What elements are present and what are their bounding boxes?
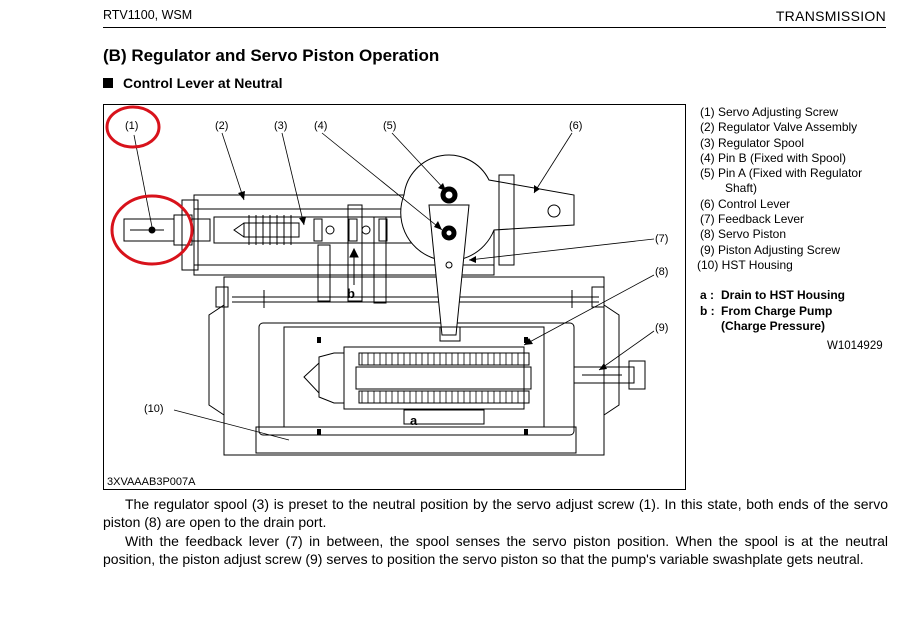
- figure-regulator-diagram: (1) (2) (3) (4) (5) (6) (7) (8) (9) (10)…: [103, 104, 686, 490]
- note-b: b : From Charge Pump: [700, 304, 845, 320]
- note-a: a : Drain to HST Housing: [700, 288, 845, 304]
- feedback-lever: [428, 204, 470, 342]
- document-code: W1014929: [827, 340, 883, 352]
- callout-2: (2): [215, 120, 228, 132]
- callout-7: (7): [655, 233, 668, 245]
- spring-coil: [248, 215, 292, 245]
- charge-flow-arrow: [349, 247, 359, 285]
- legend-item-8: (8) Servo Piston: [700, 227, 787, 242]
- hst-housing: [208, 276, 620, 456]
- body-text: The regulator spool (3) is preset to the…: [103, 495, 888, 568]
- legend-item-9: (9) Piston Adjusting Screw: [700, 242, 841, 257]
- note-a-text: Drain to HST Housing: [721, 288, 845, 302]
- letter-a: a: [410, 413, 418, 428]
- legend-item-4: (4) Pin B (Fixed with Spool): [700, 150, 847, 165]
- callout-1: (1): [125, 120, 138, 132]
- callout-6: (6): [569, 120, 582, 132]
- note-a-key: a :: [700, 288, 715, 302]
- callout-8: (8): [655, 266, 668, 278]
- legend-item-7: (7) Feedback Lever: [700, 212, 805, 227]
- legend: (1) Servo Adjusting Screw (2) Regulator …: [697, 105, 863, 273]
- header-model: RTV1100, WSM: [103, 8, 193, 22]
- figure-id: 3XVAAAB3P007A: [107, 476, 196, 488]
- leader-arrowheads: [238, 183, 607, 370]
- note-b-key: b :: [700, 303, 715, 318]
- callout-9: (9): [655, 322, 668, 334]
- note-b-text: From Charge Pump: [721, 303, 833, 318]
- callout-3: (3): [274, 120, 287, 132]
- flow-notes: a : Drain to HST Housing b : From Charge P…: [700, 288, 845, 335]
- callout-10: (10): [144, 403, 164, 415]
- piston-spring: [361, 353, 525, 403]
- section-title: (B) Regulator and Servo Piston Operation: [103, 46, 440, 65]
- regulator-servo-diagram: (1) (2) (3) (4) (5) (6) (7) (8) (9) (10)…: [105, 105, 668, 456]
- callout-labels: (1) (2) (3) (4) (5) (6) (7) (8) (9) (10)…: [125, 120, 668, 428]
- subsection-title-text: Control Lever at Neutral: [123, 75, 283, 91]
- body-paragraph-2: With the feedback lever (7) in between, …: [103, 532, 888, 567]
- body-paragraph-1: The regulator spool (3) is preset to the…: [103, 496, 888, 531]
- servo-piston: [303, 346, 532, 425]
- callout-5: (5): [383, 120, 396, 132]
- square-bullet-icon: [103, 78, 113, 88]
- leader-lines: [133, 132, 655, 441]
- legend-item-5: (5) Pin A (Fixed with Regulator: [700, 166, 863, 181]
- servo-adjusting-screw: [123, 214, 211, 246]
- highlight-circles: [105, 105, 194, 266]
- legend-item-5-cont: Shaft): [725, 181, 758, 196]
- seal-marks: [317, 337, 528, 435]
- callout-4: (4): [314, 120, 327, 132]
- subsection-title: Control Lever at Neutral: [103, 75, 282, 91]
- legend-item-1: (1) Servo Adjusting Screw: [700, 105, 839, 119]
- note-b-cont: (Charge Pressure): [721, 319, 826, 333]
- header-section: TRANSMISSION: [775, 8, 886, 24]
- header-rule: [103, 27, 886, 28]
- legend-item-6: (6) Control Lever: [700, 196, 791, 211]
- legend-item-2: (2) Regulator Valve Assembly: [700, 120, 858, 135]
- letter-b: b: [347, 286, 355, 301]
- legend-item-3: (3) Regulator Spool: [700, 135, 805, 150]
- legend-item-10: (10) HST Housing: [697, 257, 793, 272]
